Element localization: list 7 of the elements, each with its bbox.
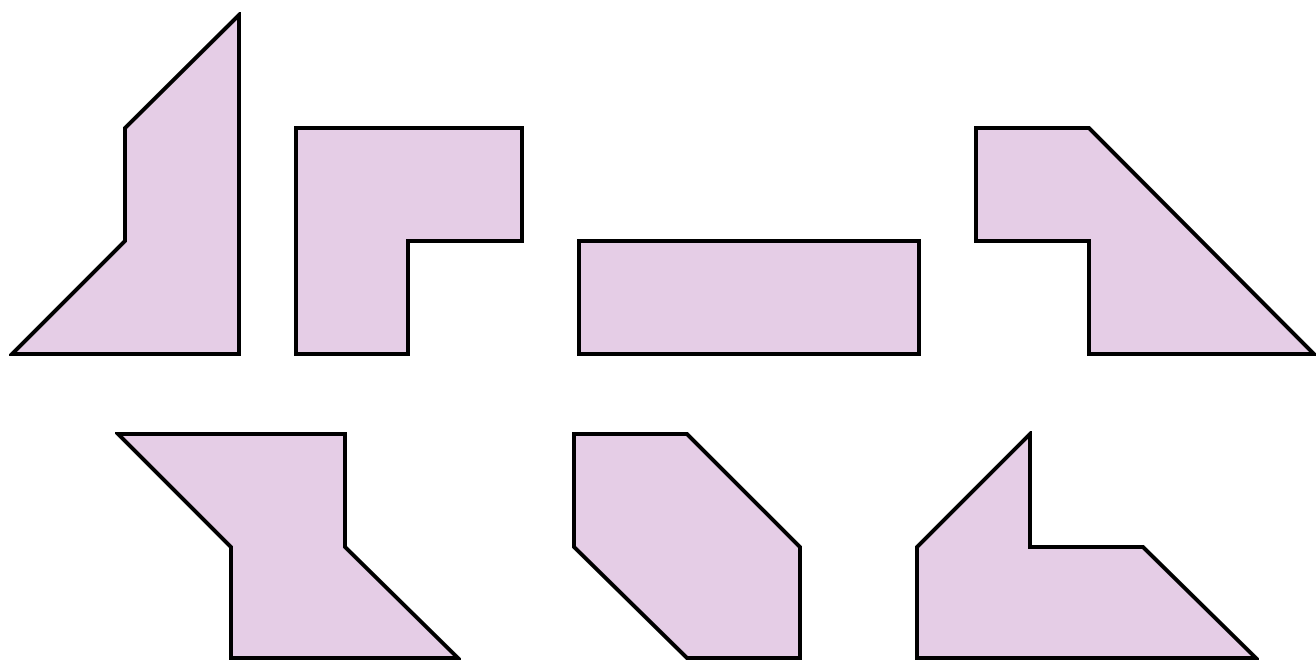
rectangle-shape: [576, 238, 922, 357]
polygon-shape: [973, 125, 1316, 357]
polygon-shape: [9, 12, 242, 357]
polygon-shape: [293, 125, 525, 357]
polygon-shape: [115, 431, 461, 661]
polygon-shape: [914, 431, 1259, 661]
polygon-shape: [571, 431, 803, 661]
